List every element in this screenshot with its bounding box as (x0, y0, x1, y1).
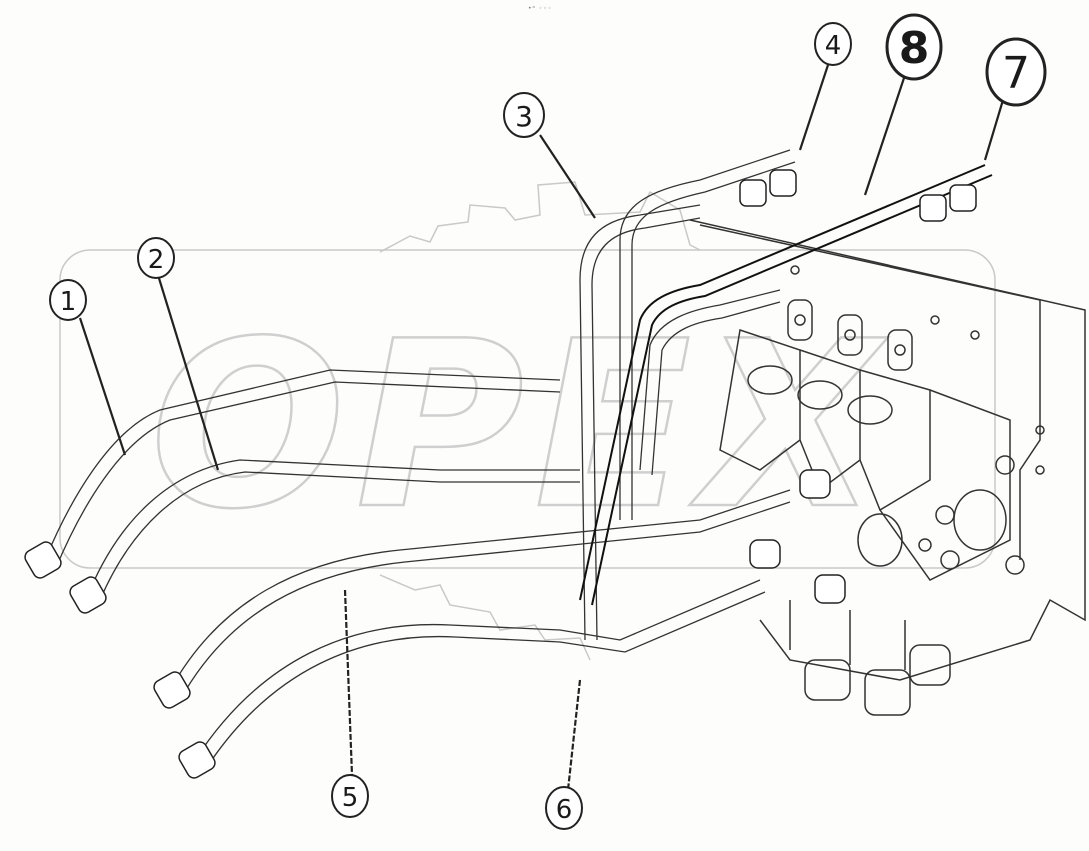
leader-4 (798, 64, 830, 151)
callout-1: 1 (49, 279, 87, 321)
callout-3: 3 (503, 92, 545, 138)
callout-7: 7 (985, 37, 1047, 107)
callout-2-label: 2 (148, 245, 165, 275)
leader-6 (566, 679, 582, 791)
callout-4: 4 (814, 22, 852, 66)
leader-8 (863, 74, 907, 196)
callout-6: 6 (545, 786, 583, 830)
leader-7 (983, 99, 1005, 161)
callout-7-label: 7 (1002, 48, 1030, 99)
callout-3-label: 3 (515, 100, 533, 133)
callouts: 1 2 3 4 5 6 7 (49, 13, 1047, 830)
leader-2 (156, 274, 220, 471)
callout-8-label: 8 (899, 23, 930, 74)
callout-2: 2 (137, 237, 175, 279)
pipe-fittings (24, 169, 977, 779)
leader-lines (78, 64, 1005, 791)
leader-1 (78, 317, 127, 456)
callout-1-label: 1 (60, 287, 77, 317)
callout-6-label: 6 (556, 795, 573, 825)
callout-5-label: 5 (342, 783, 359, 813)
hydraulic-pipes (44, 149, 993, 771)
control-valve-assembly (689, 219, 1086, 716)
leader-3 (539, 134, 596, 219)
opex-watermark: OPEX (59, 181, 996, 661)
header-mark: •ᵃ ◦◦◦ (528, 5, 553, 12)
callout-4-label: 4 (825, 31, 842, 61)
watermark-text: OPEX (150, 293, 889, 560)
callout-5: 5 (331, 774, 369, 818)
leader-5 (343, 589, 354, 776)
callout-8: 8 (885, 13, 943, 81)
